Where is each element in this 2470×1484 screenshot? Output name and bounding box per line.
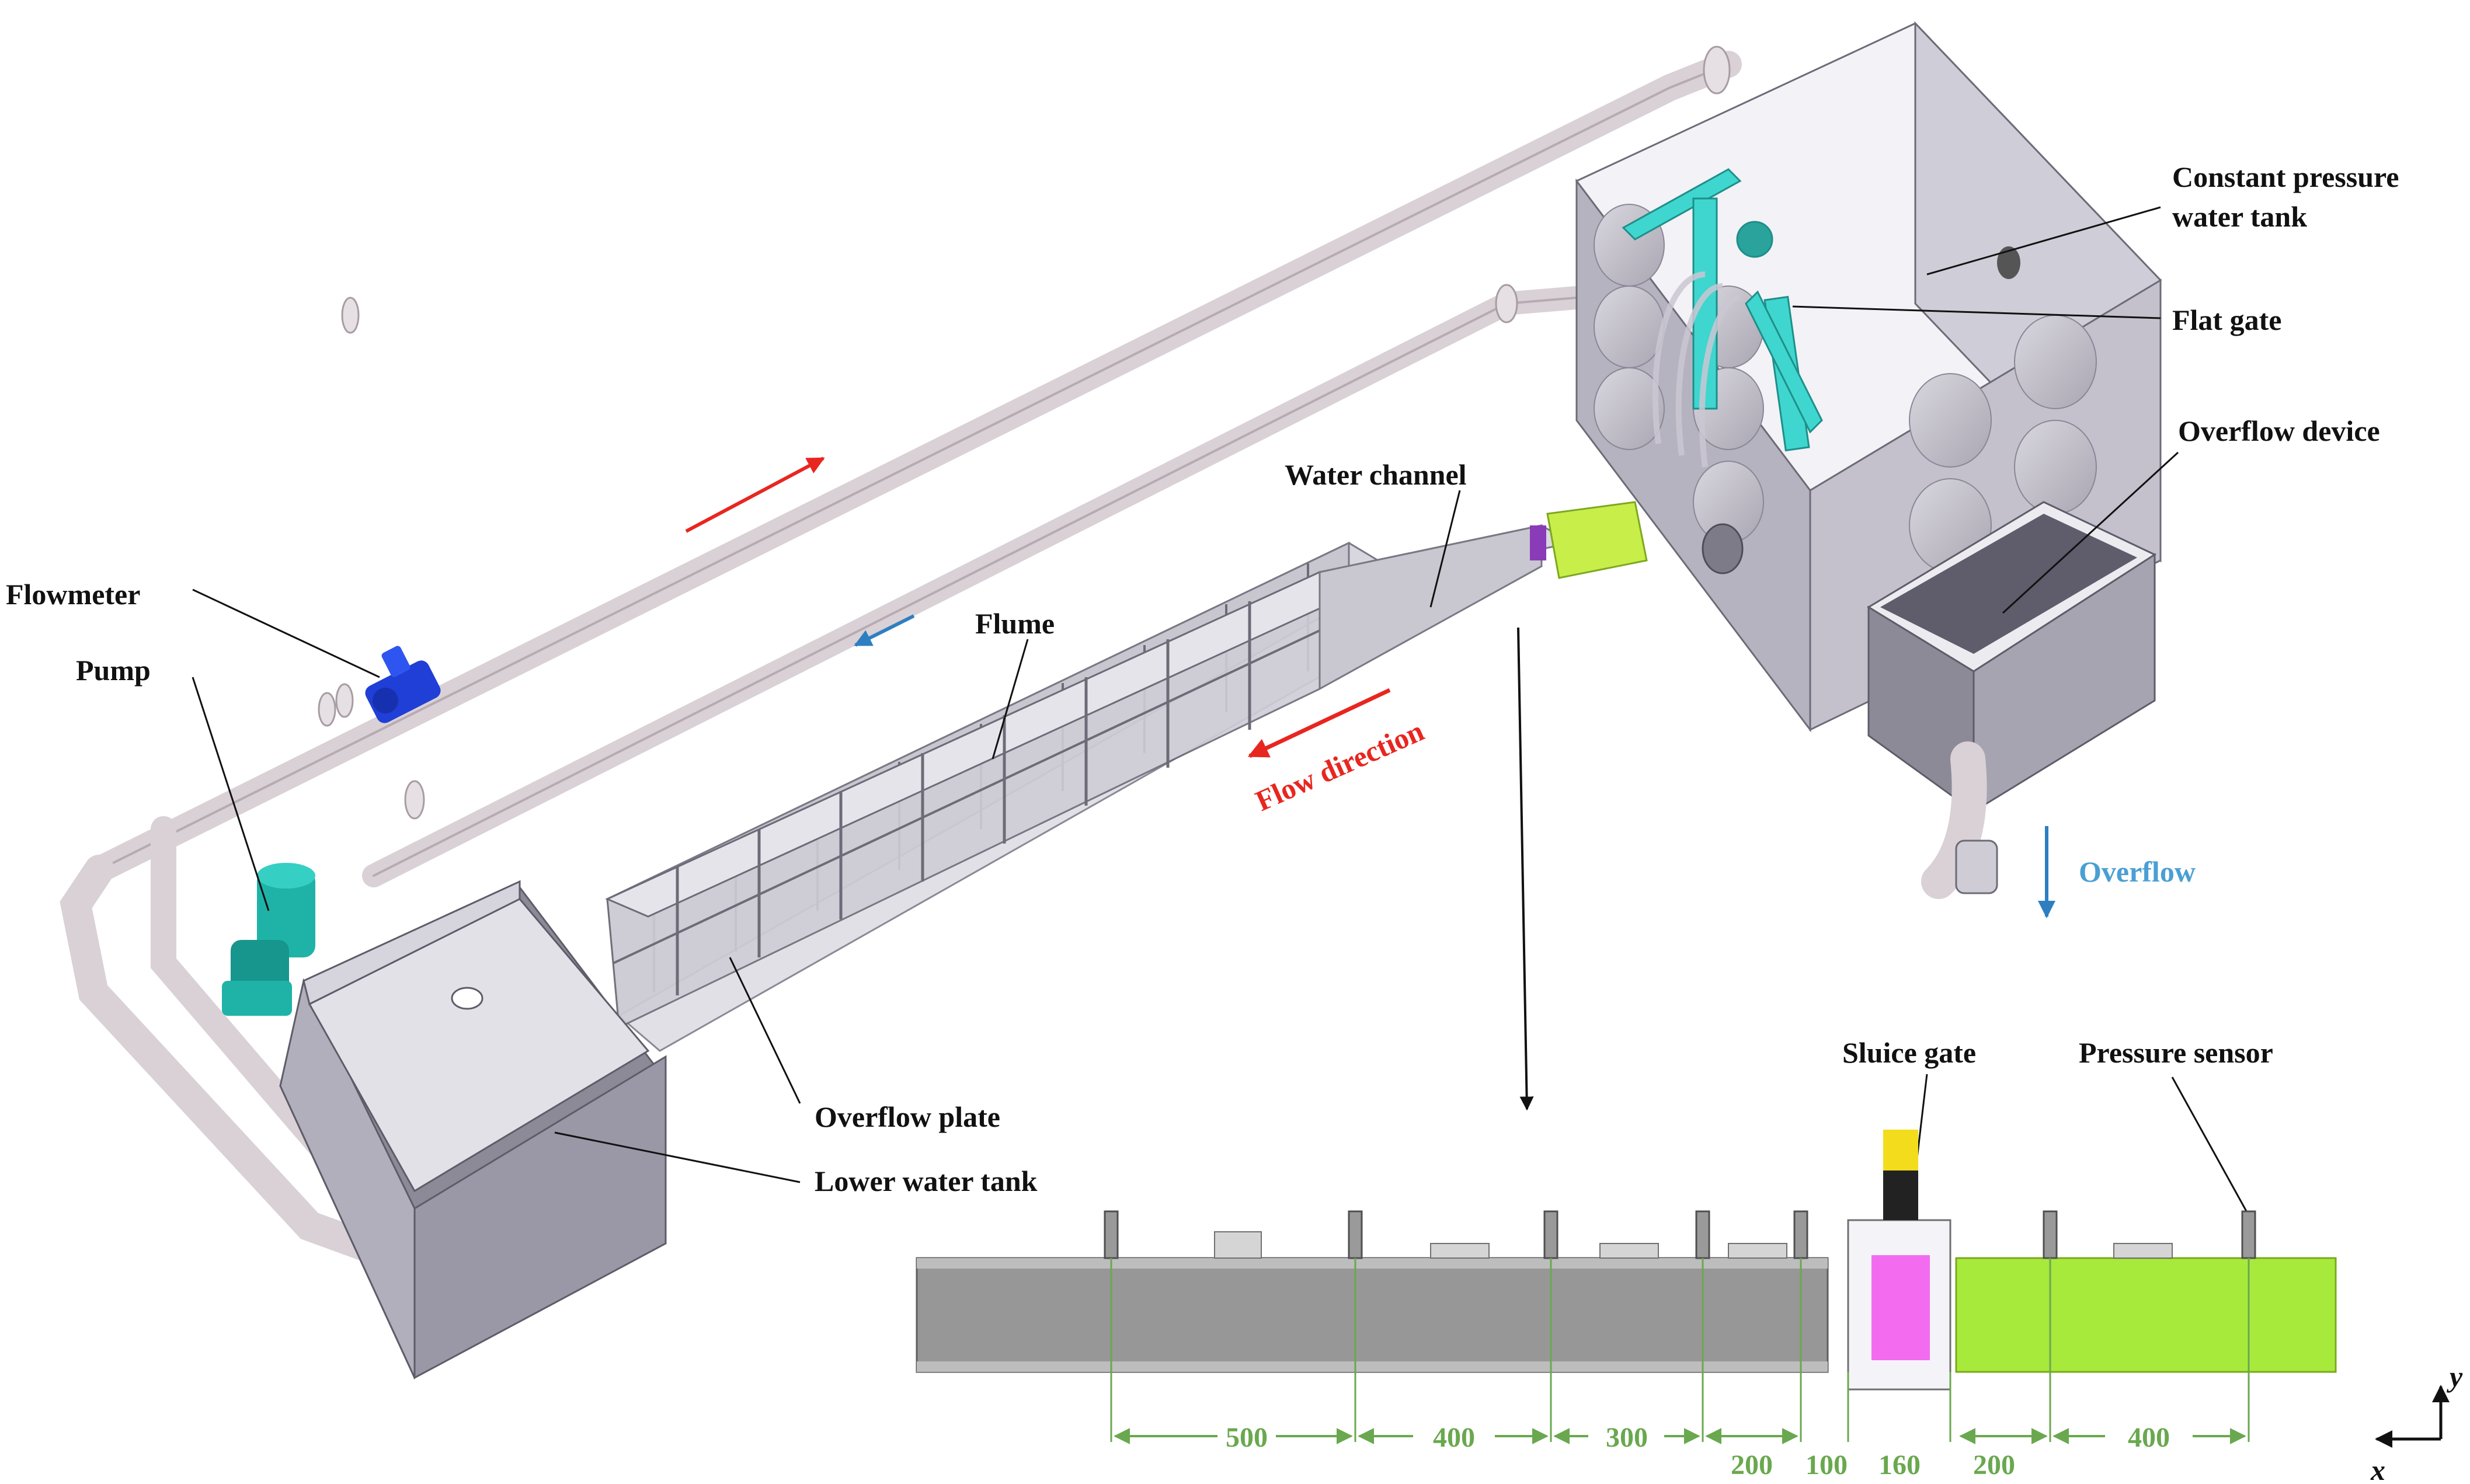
label-overflow-device: Overflow device — [2178, 414, 2380, 447]
overflow-device-3d — [1867, 501, 2157, 899]
label-constant-pressure-line2: water tank — [2172, 200, 2307, 233]
coordinate-axes — [2375, 1385, 2450, 1448]
lower-water-tank-3d — [279, 880, 667, 1380]
axis-label-y: y — [2447, 1360, 2463, 1393]
label-constant-pressure-line1: Constant pressure — [2172, 161, 2399, 193]
gate-actuator-body — [1883, 1171, 1918, 1220]
label-flow-direction: Flow direction — [1251, 714, 1429, 817]
tank-inlet-pipes — [1652, 271, 1741, 468]
sluice-gate-panel — [1871, 1255, 1930, 1360]
water-channel-3d — [1317, 501, 1648, 691]
gate-actuator-top — [1883, 1130, 1918, 1171]
label-flowmeter: Flowmeter — [6, 578, 140, 611]
label-pressure-sensor: Pressure sensor — [2079, 1036, 2273, 1069]
pump-body — [222, 863, 315, 1016]
dimension-label-5: 160 — [1878, 1450, 1921, 1480]
label-flat-gate: Flat gate — [2172, 304, 2281, 336]
dimension-label-1: 400 — [1433, 1422, 1475, 1453]
dimension-label-6: 200 — [1973, 1450, 2015, 1480]
label-lower-water-tank: Lower water tank — [815, 1165, 1038, 1197]
dimension-label-7: 400 — [2128, 1422, 2170, 1453]
label-flume: Flume — [975, 607, 1055, 640]
dimension-label-4: 100 — [1805, 1450, 1848, 1480]
label-overflow: Overflow — [2079, 855, 2196, 888]
lower-loop-pipe — [60, 816, 389, 1264]
detail-callout-arrow — [1517, 627, 1534, 1111]
flow-direction-arrow — [1247, 688, 1391, 758]
label-overflow-plate: Overflow plate — [815, 1100, 1000, 1133]
upper-supply-pipe — [86, 51, 1742, 883]
supply-flow-arrow — [685, 457, 825, 533]
label-sluice-gate: Sluice gate — [1842, 1036, 1976, 1069]
pipe-flanges — [318, 46, 1731, 820]
green-channel-section — [1955, 1257, 2337, 1373]
dimension-label-3: 200 — [1731, 1450, 1773, 1480]
flat-gate-frame — [1622, 168, 1823, 452]
flume-glass-section — [605, 570, 1363, 1029]
return-flow-arrow — [854, 614, 915, 647]
label-water-channel: Water channel — [1285, 458, 1467, 491]
pressure-sensors — [1104, 1210, 2256, 1259]
axis-label-x: x — [2370, 1454, 2385, 1484]
dimension-label-0: 500 — [1226, 1422, 1268, 1453]
label-pump: Pump — [76, 654, 151, 687]
dimension-label-2: 300 — [1606, 1422, 1648, 1453]
flowmeter-body — [365, 646, 441, 723]
dimension-extension-lines — [1110, 1258, 2250, 1442]
detail-channel-view — [916, 1130, 2337, 1391]
